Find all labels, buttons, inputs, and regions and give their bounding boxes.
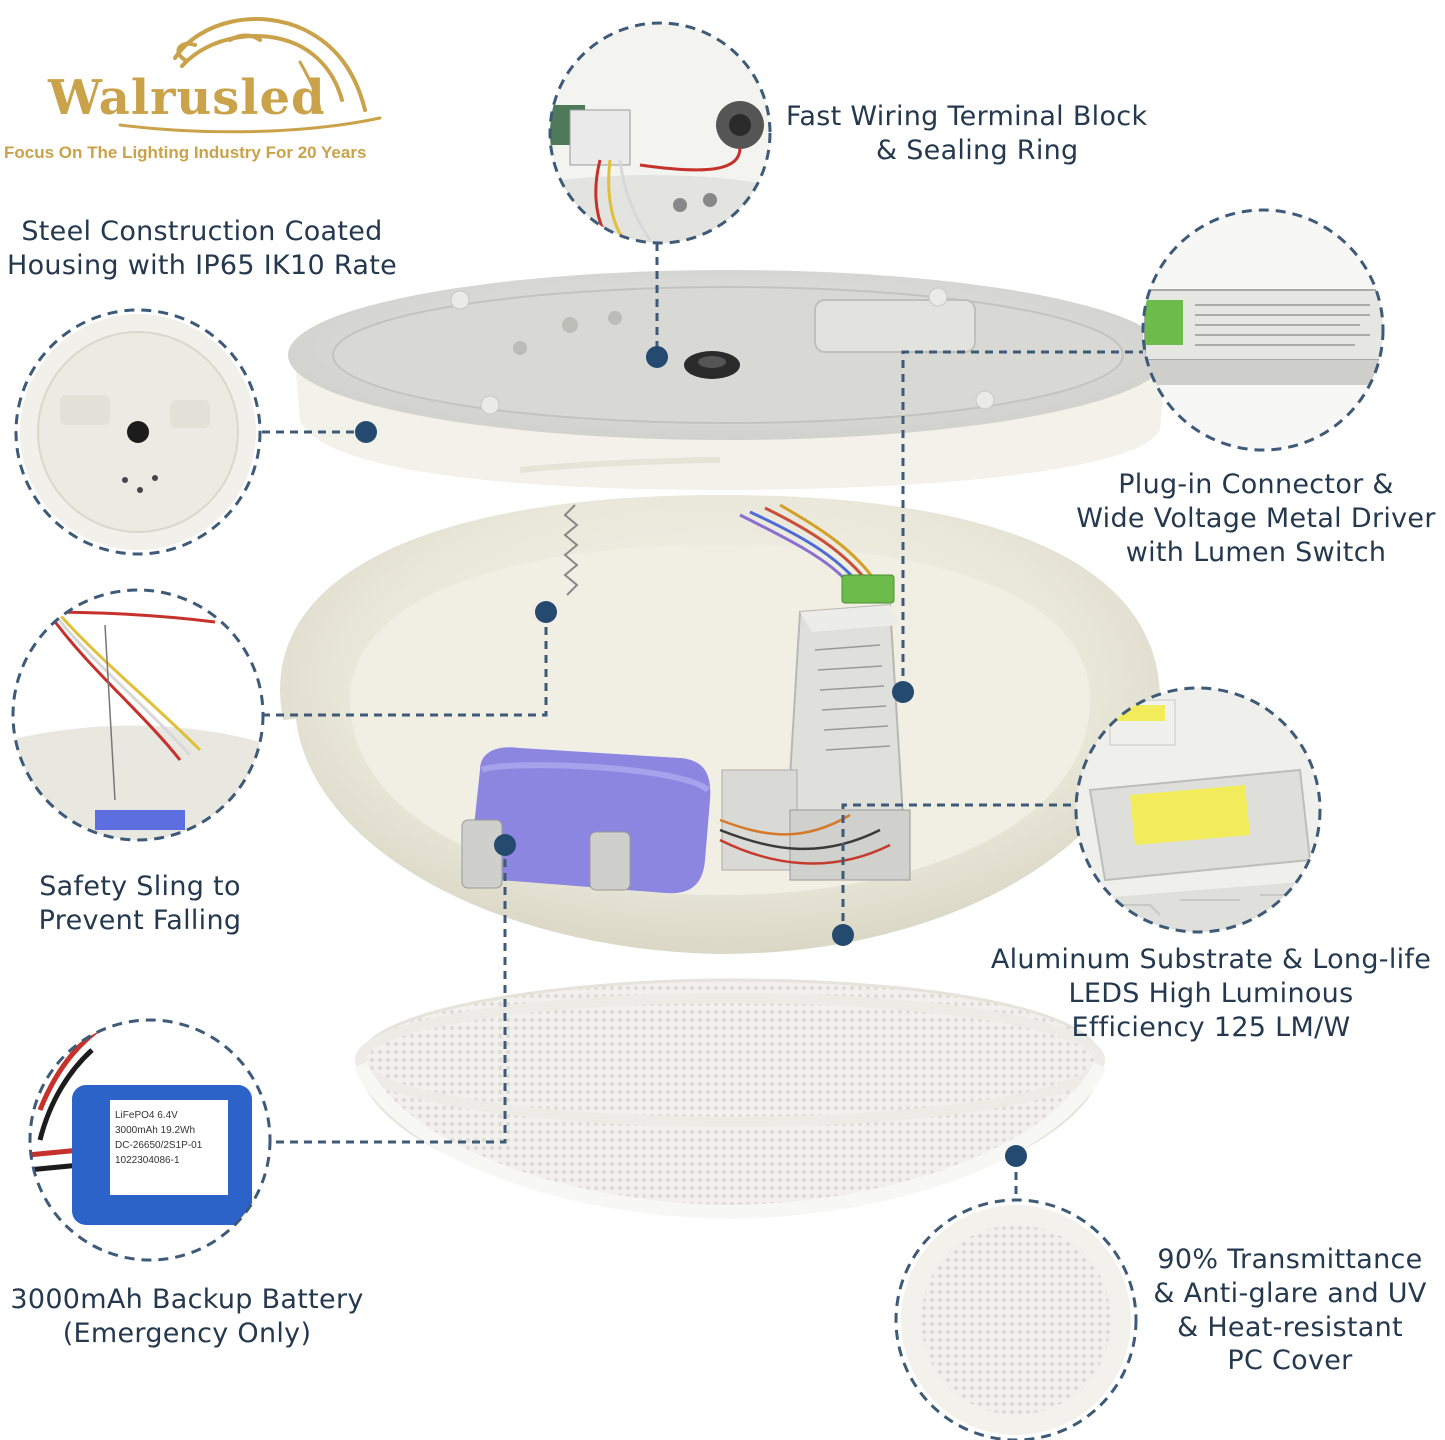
caption-battery: 3000mAh Backup Battery (Emergency Only) (10, 1284, 364, 1349)
pc-diffuser-cover (353, 978, 1107, 1220)
battery-spec-line-4: 1022304086-1 (115, 1155, 180, 1166)
detail-driver (1141, 208, 1385, 452)
caption-housing: Steel Construction Coated Housing with I… (6, 216, 397, 281)
brand-name: Walrusled (48, 70, 326, 126)
control-board (719, 769, 911, 881)
battery-spec-line-2: 3000mAh 19.2Wh (115, 1125, 195, 1136)
caption-pc-cover: 90% Transmittance & Anti-glare and UV & … (1153, 1244, 1427, 1377)
leader-lines (262, 243, 1143, 1200)
terminal-block-icon (841, 574, 895, 604)
caption-driver: Plug-in Connector & Wide Voltage Metal D… (1076, 469, 1436, 568)
driver-icon (783, 603, 907, 862)
mounting-plate (288, 270, 1168, 490)
walrus-logo-icon (118, 17, 382, 134)
brand-tagline: Focus On The Lighting Industry For 20 Ye… (4, 143, 367, 162)
detail-backup-battery: LiFePO4 6.4V 3000mAh 19.2Wh DC-26650/2S1… (28, 1018, 272, 1262)
battery-spec-line-3: DC-26650/2S1P-01 (115, 1140, 203, 1151)
battery-icon (461, 747, 711, 894)
caption-safety-sling: Safety Sling to Prevent Falling (38, 871, 242, 936)
housing-shell (274, 457, 1169, 977)
detail-pc-cover (894, 1198, 1138, 1440)
detail-led-chip (1074, 686, 1322, 934)
detail-safety-sling (11, 588, 265, 842)
caption-terminal-block: Fast Wiring Terminal Block & Sealing Rin… (786, 101, 1148, 166)
battery-spec-line-1: LiFePO4 6.4V (115, 1110, 178, 1121)
detail-terminal-block (548, 21, 772, 245)
caption-leds: Aluminum Substrate & Long-life LEDS High… (990, 944, 1432, 1043)
detail-back-plate (14, 308, 262, 556)
callout-dots (355, 346, 1027, 1167)
